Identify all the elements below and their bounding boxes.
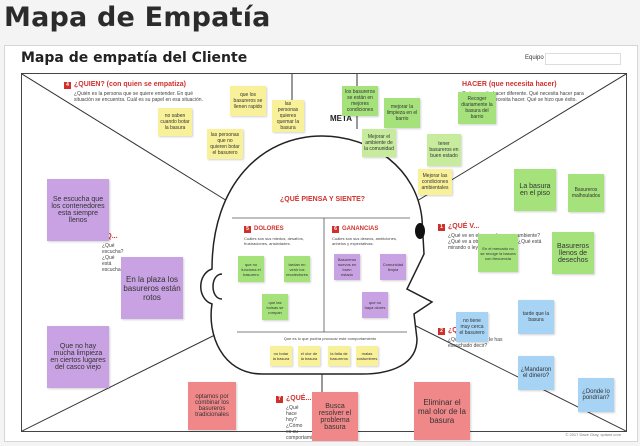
ve-title: ¿QUÉ V... (448, 223, 480, 230)
oye-title: ¿Q... (102, 233, 118, 240)
footer-credit: © 2017 Dave Gray, xplane.com (565, 432, 621, 437)
meta-label: META (330, 114, 353, 123)
sticky-note[interactable]: los basureros se están en mejores condic… (342, 86, 378, 116)
ganancias-subtitle: Cuáles son sus deseos, ambiciones, anhel… (332, 236, 397, 246)
sticky-note[interactable]: Busca resolver el problema basura (312, 392, 358, 441)
sticky-note[interactable]: las personas quieres quemar la basura (272, 100, 304, 132)
sticky-note[interactable]: ¿Donde lo pondrían? (578, 378, 614, 412)
board-title: Mapa de empatía del Cliente (21, 50, 248, 66)
sticky-note[interactable]: Basureros malhoulados (568, 174, 604, 212)
sticky-note[interactable]: tarde que la basura (518, 300, 554, 334)
piensa-title: ¿QUÉ PIENSA Y SIENTE? (280, 196, 366, 203)
sticky-note[interactable]: En la plaza los basureros están rotos (121, 257, 183, 319)
dolores-subtitle: Cuáles son sus miedos, desafíos, frustra… (244, 236, 304, 246)
sticky-note[interactable]: Comunidad limpia (380, 254, 406, 280)
quien-subtitle: ¿Quién es la persona que se quiere enten… (74, 91, 203, 103)
sticky-note[interactable]: la falta de basureros (328, 346, 350, 366)
section-badge: 4 (64, 82, 71, 89)
sticky-note[interactable]: no botar la basura (270, 346, 292, 366)
section-badge: 1 (438, 224, 445, 231)
sticky-note[interactable]: tener basureros en buen estado (427, 134, 461, 166)
sticky-note[interactable]: malas costumbres (356, 346, 378, 366)
sticky-note[interactable]: optamos por combinar los basureros tradi… (188, 382, 236, 430)
section-badge: 6 (332, 226, 339, 233)
team-label: Equipo (525, 55, 544, 61)
sticky-note[interactable]: Que no hay mucha limpieza en ciertos lug… (47, 326, 109, 388)
hace-title: ¿QUÉ... (286, 395, 312, 402)
section-badge: 5 (244, 226, 251, 233)
dice-title: ¿Q... (448, 327, 464, 334)
sticky-note[interactable]: ¿Mandaron el dinero? (518, 356, 554, 390)
page-title: Mapa de Empatía (4, 2, 271, 33)
hacer-title: HACER (que necesita hacer) (462, 81, 557, 88)
ganancias-title: GANANCIAS (342, 226, 379, 232)
quien-title: ¿QUIEN? (con quien se empatiza) (74, 81, 187, 88)
podria-text: Que es lo que podría provocar este compo… (283, 336, 377, 341)
hacer-subtitle: Qué necesita hacer diferente. Qué necesi… (462, 91, 584, 103)
sticky-note[interactable]: no tiene muy cerca el basurero (456, 312, 488, 342)
sticky-note[interactable]: En el mercado no se recoge la basura con… (478, 234, 518, 272)
sticky-note[interactable]: Mejorar el ambiente de la comunidad (362, 129, 396, 157)
sticky-note[interactable]: tardan en venir los recolectores (284, 256, 310, 282)
sticky-note[interactable]: que no haya olores (362, 292, 388, 318)
sticky-note[interactable]: que las bolsas se rompan (262, 294, 288, 320)
dolores-title: DOLORES (254, 226, 284, 232)
section-badge: 2 (438, 328, 445, 335)
map-frame: META 4 ¿QUIEN? (con quien se empatiza) ¿… (21, 73, 627, 441)
sticky-note[interactable]: Basureros llenos de desechos (552, 232, 594, 274)
empathy-map-board: Mapa de empatía del Cliente Equipo M (4, 45, 638, 442)
sticky-note[interactable]: Recoger diariamente la basura del barrio (458, 92, 496, 124)
sticky-note[interactable]: Eliminar el mal olor de la basura (414, 382, 470, 440)
sticky-note[interactable]: Se escucha que los contenedores esta sie… (47, 179, 109, 241)
hace-subtitle: ¿Qué hace hoy? ¿Cómo es su comportamient… (286, 405, 325, 441)
sticky-note[interactable]: las personas que no quieren botar el bas… (207, 129, 243, 159)
sticky-note[interactable]: el olor de la basura (298, 346, 320, 366)
section-badge: 7 (276, 396, 283, 403)
team-input[interactable] (545, 53, 621, 65)
sticky-note[interactable]: Mejorar las condiciones ambientales (418, 169, 452, 195)
sticky-note[interactable]: La basura en el piso (514, 169, 556, 211)
sticky-note[interactable]: que los basureros se llenen rapido (230, 86, 266, 116)
sticky-note[interactable]: mejorar la limpieza en el barrio (384, 98, 420, 128)
sticky-note[interactable]: Basureros nuevos en buen estado (334, 254, 360, 280)
sticky-note[interactable]: que no funciona el basurero (238, 256, 264, 282)
oye-subtitle: ¿Qué escucha? ¿Qué está escuchando? (102, 243, 132, 273)
sticky-note[interactable]: no saben cuando botar la basura (158, 108, 192, 136)
